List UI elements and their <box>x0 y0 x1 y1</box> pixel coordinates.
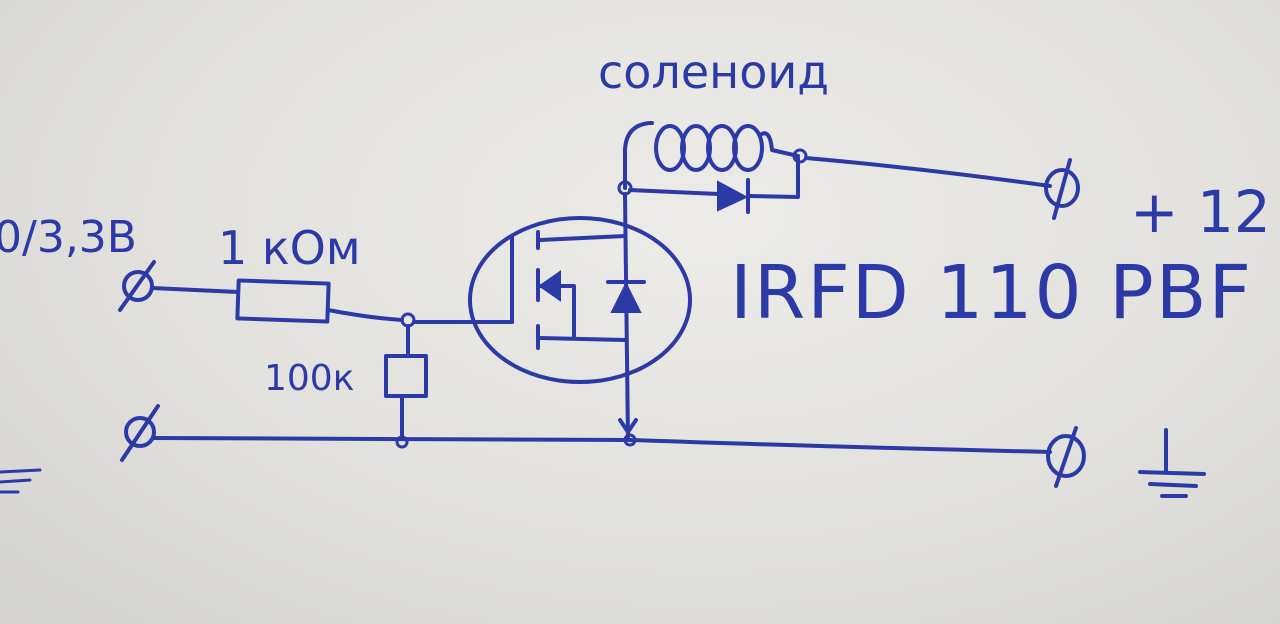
ground-terminal <box>1046 426 1086 488</box>
mosfet-drain-lead <box>538 234 627 242</box>
input-ground-terminal <box>120 404 160 462</box>
drain-source-line <box>623 192 630 442</box>
pulldown-resistor-label: 100к <box>264 358 354 399</box>
pulldown-resistor <box>384 354 428 398</box>
supply-wire <box>804 156 1052 188</box>
ground-symbol-icon <box>1138 428 1206 498</box>
ground-junction-right <box>623 433 637 447</box>
source-arrow <box>618 418 638 434</box>
series-resistor-label: 1 кОм <box>218 221 361 275</box>
solenoid-coil <box>623 121 800 190</box>
series-resistor <box>235 278 331 324</box>
mosfet-arrow <box>538 270 561 302</box>
mosfet-source-lead <box>538 336 627 342</box>
input-wire <box>150 286 240 294</box>
ground-rail <box>152 436 1052 454</box>
solenoid-label: соленоид <box>598 45 829 99</box>
resistor-to-gate-wire <box>326 308 404 322</box>
mosfet-body <box>468 216 692 384</box>
ground-symbol-left-icon <box>0 468 42 494</box>
mosfet-part-label: IRFD 110 PBF <box>730 250 1253 336</box>
body-diode <box>606 280 646 313</box>
flyback-diode <box>628 156 800 214</box>
ground-junction-left <box>395 435 409 449</box>
input-terminal <box>118 260 156 312</box>
input-voltage-label: 0/3,3В <box>0 212 137 263</box>
supply-terminal <box>1044 158 1080 220</box>
supply-label: + 12 <box>1130 178 1271 246</box>
